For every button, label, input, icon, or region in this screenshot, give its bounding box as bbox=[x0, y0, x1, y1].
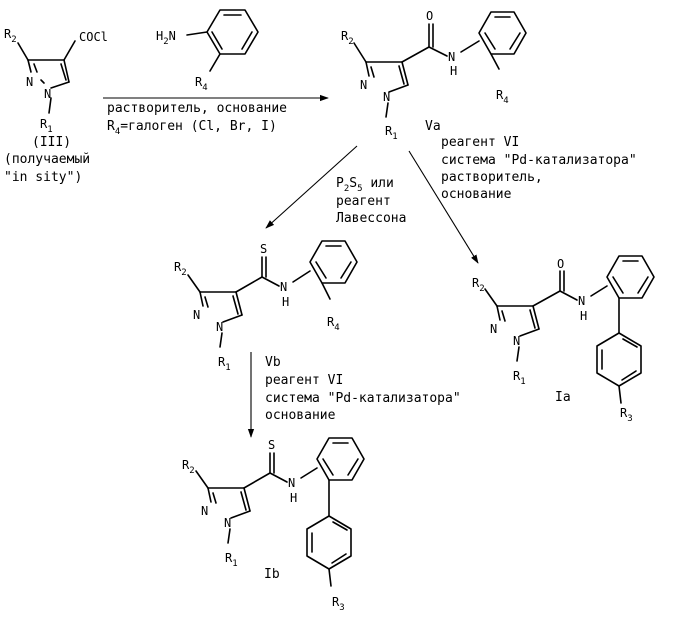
step3-condition-1: реагент VI bbox=[441, 135, 519, 150]
Va-amide-n: N bbox=[448, 50, 455, 64]
Ib-amide-h: H bbox=[290, 491, 297, 505]
step2-condition-2: реагент bbox=[336, 194, 391, 209]
step1-condition-1: растворитель, основание bbox=[107, 101, 287, 116]
compound-thioamide bbox=[188, 241, 357, 347]
Ib-r3: R3 bbox=[332, 595, 345, 613]
Ib-r1: R1 bbox=[225, 551, 238, 569]
Va-n2: N bbox=[360, 78, 367, 92]
compound-Ia bbox=[485, 256, 654, 403]
step3-condition-2: система "Pd-катализатора" bbox=[441, 153, 637, 168]
step4-condition-1: реагент VI bbox=[265, 373, 343, 388]
thio-amide-h: H bbox=[282, 295, 289, 309]
Va-n1: N bbox=[383, 90, 390, 104]
step1-condition-2: R4=галоген (Cl, Br, I) bbox=[107, 119, 277, 137]
compound-Ib bbox=[196, 438, 364, 586]
step3-condition-4: основание bbox=[441, 187, 512, 202]
Ia-n2: N bbox=[490, 322, 497, 336]
step4-condition-3: основание bbox=[265, 408, 336, 423]
III-acyl-chloride: COCl bbox=[79, 30, 108, 44]
Ib-n2: N bbox=[201, 504, 208, 518]
Ia-amide-n: N bbox=[578, 294, 585, 308]
Ia-r2: R2 bbox=[472, 276, 485, 294]
III-tag: (III) bbox=[32, 135, 71, 150]
Ib-sulfur: S bbox=[268, 438, 275, 452]
aniline-nh2: H2N bbox=[156, 29, 176, 47]
haloaniline bbox=[187, 10, 258, 71]
Ia-n1: N bbox=[513, 334, 520, 348]
III-note-2: "in sity") bbox=[4, 170, 82, 185]
aniline-r4: R4 bbox=[195, 75, 208, 93]
Ib-r2: R2 bbox=[182, 458, 195, 476]
Ia-r3: R3 bbox=[620, 406, 633, 424]
Ia-carbonyl-o: O bbox=[557, 257, 564, 271]
III-n2: N bbox=[26, 75, 33, 89]
step3-condition-3: растворитель, bbox=[441, 170, 543, 185]
thio-r4: R4 bbox=[327, 315, 340, 333]
Ia-amide-h: H bbox=[580, 309, 587, 323]
thio-r1: R1 bbox=[218, 355, 231, 373]
Ia-r1: R1 bbox=[513, 369, 526, 387]
Va-tag: Va bbox=[425, 119, 441, 134]
Va-r4: R4 bbox=[496, 88, 509, 106]
step2-condition-1: P2S5 или bbox=[336, 176, 394, 194]
Va-amide-h: H bbox=[450, 64, 457, 78]
thio-n2: N bbox=[193, 308, 200, 322]
Va-carbonyl-o: O bbox=[426, 9, 433, 23]
Va-r1: R1 bbox=[385, 124, 398, 142]
III-note-1: (получаемый bbox=[4, 152, 90, 167]
Ib-tag: Ib bbox=[264, 567, 280, 582]
thio-n1: N bbox=[216, 320, 223, 334]
step2-condition-3: Лавессона bbox=[336, 211, 406, 226]
III-r2: R2 bbox=[4, 27, 17, 45]
III-n1: N bbox=[44, 87, 51, 101]
Ia-tag: Ia bbox=[555, 390, 571, 405]
step4-condition-2: система "Pd-катализатора" bbox=[265, 391, 461, 406]
Va-r2: R2 bbox=[341, 29, 354, 47]
Ib-n1: N bbox=[224, 516, 231, 530]
thio-sulfur: S bbox=[260, 242, 267, 256]
thio-amide-n: N bbox=[280, 280, 287, 294]
III-r1: R1 bbox=[40, 117, 53, 135]
Ib-amide-n: N bbox=[288, 476, 295, 490]
thio-r2: R2 bbox=[174, 260, 187, 278]
step4-intermediate: Vb bbox=[265, 355, 281, 370]
